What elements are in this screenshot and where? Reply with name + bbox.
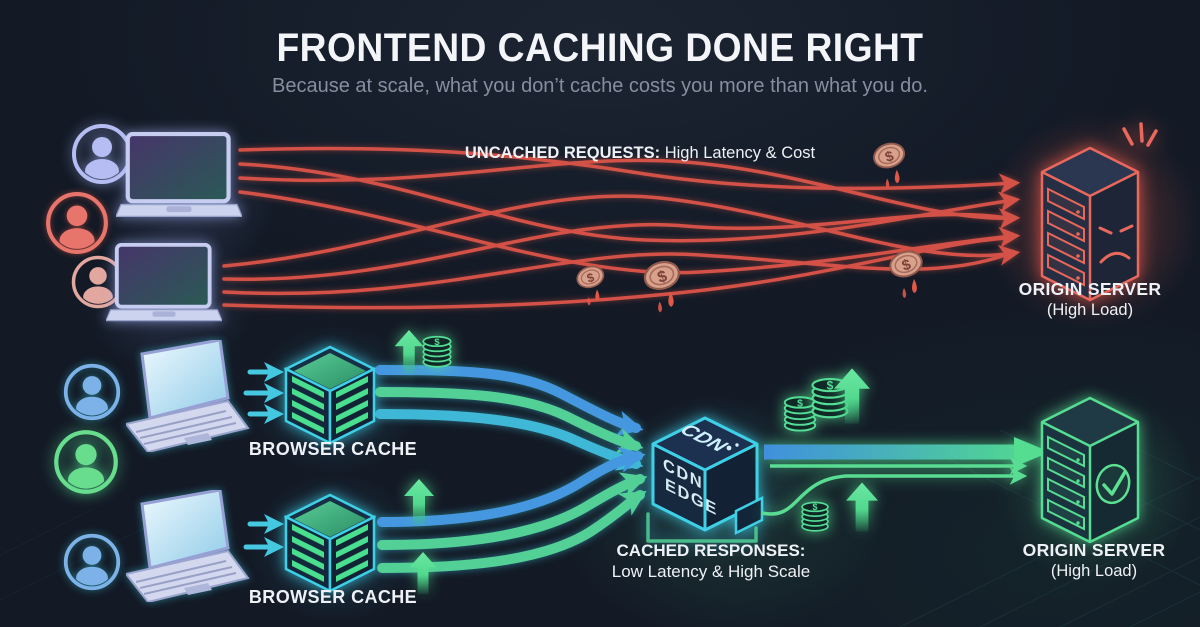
origin-server-overloaded-label: ORIGIN SERVER (High Load): [984, 279, 1196, 320]
origin-server-name: ORIGIN SERVER: [1018, 279, 1162, 299]
cached-label-emphasis: CACHED RESPONSES:: [616, 541, 806, 560]
laptop-icon: [126, 340, 250, 452]
user-icon: [74, 126, 130, 183]
coin-stack-icon: [801, 501, 829, 532]
uncached-request-lines: [222, 146, 1021, 310]
laptop-icon: [116, 134, 242, 216]
browser-cache-label: BROWSER CACHE: [248, 439, 418, 459]
user-icon: [48, 194, 106, 253]
origin-server-overloaded-icon: [1040, 122, 1158, 302]
dripping-coin-icon: [886, 246, 926, 299]
coin-stack-icon: [422, 334, 452, 368]
uncached-label-emphasis: UNCACHED REQUESTS:: [464, 144, 661, 162]
request-to-cache-arrows: [243, 362, 284, 557]
browser-cache-icon: [284, 345, 376, 445]
cached-label-detail: Low Latency & High Scale: [611, 561, 811, 581]
cdn-edge-icon: CDN CDN EDGE: [646, 416, 764, 543]
user-icon: [56, 432, 116, 493]
server-slats: [1047, 187, 1085, 287]
origin-server-healthy-icon: [1040, 396, 1140, 544]
cdn-base-bracket: [646, 512, 758, 543]
server-slats: [1047, 435, 1085, 531]
sad-face-icon: [1098, 224, 1134, 264]
user-icon: [66, 366, 119, 419]
laptop-icon: [126, 490, 250, 602]
cdn-plug: [734, 495, 764, 536]
check-icon: [1095, 463, 1131, 505]
origin-server-load: (High Load): [1046, 301, 1134, 320]
origin-server-name: ORIGIN SERVER: [1022, 540, 1166, 560]
cached-response-lines: [375, 365, 648, 573]
cdn-to-origin-lines: [761, 437, 1050, 516]
cached-responses-label: CACHED RESPONSES: Low Latency & High Sca…: [595, 541, 827, 582]
laptop-icon: [106, 243, 222, 323]
origin-server-healthy-label: ORIGIN SERVER (High Load): [988, 540, 1200, 581]
origin-server-load: (High Load): [1050, 562, 1138, 581]
page-subtitle: Because at scale, what you don’t cache c…: [272, 75, 928, 97]
dripping-coin-icon: [640, 256, 684, 314]
savings-up-arrow-icon: [846, 482, 878, 532]
uncached-label-detail: High Latency & Cost: [664, 144, 816, 162]
browser-cache-icon: [284, 493, 376, 593]
user-icon: [66, 536, 119, 589]
uncached-requests-label: UNCACHED REQUESTS: High Latency & Cost: [440, 143, 840, 163]
browser-cache-label: BROWSER CACHE: [248, 587, 418, 607]
page-title: FRONTEND CACHING DONE RIGHT: [276, 26, 924, 70]
cached-users: [56, 366, 118, 589]
stress-marks-icon: [1122, 122, 1158, 147]
coin-stack-icon: [783, 396, 817, 432]
dripping-coin-icon: [869, 138, 909, 190]
